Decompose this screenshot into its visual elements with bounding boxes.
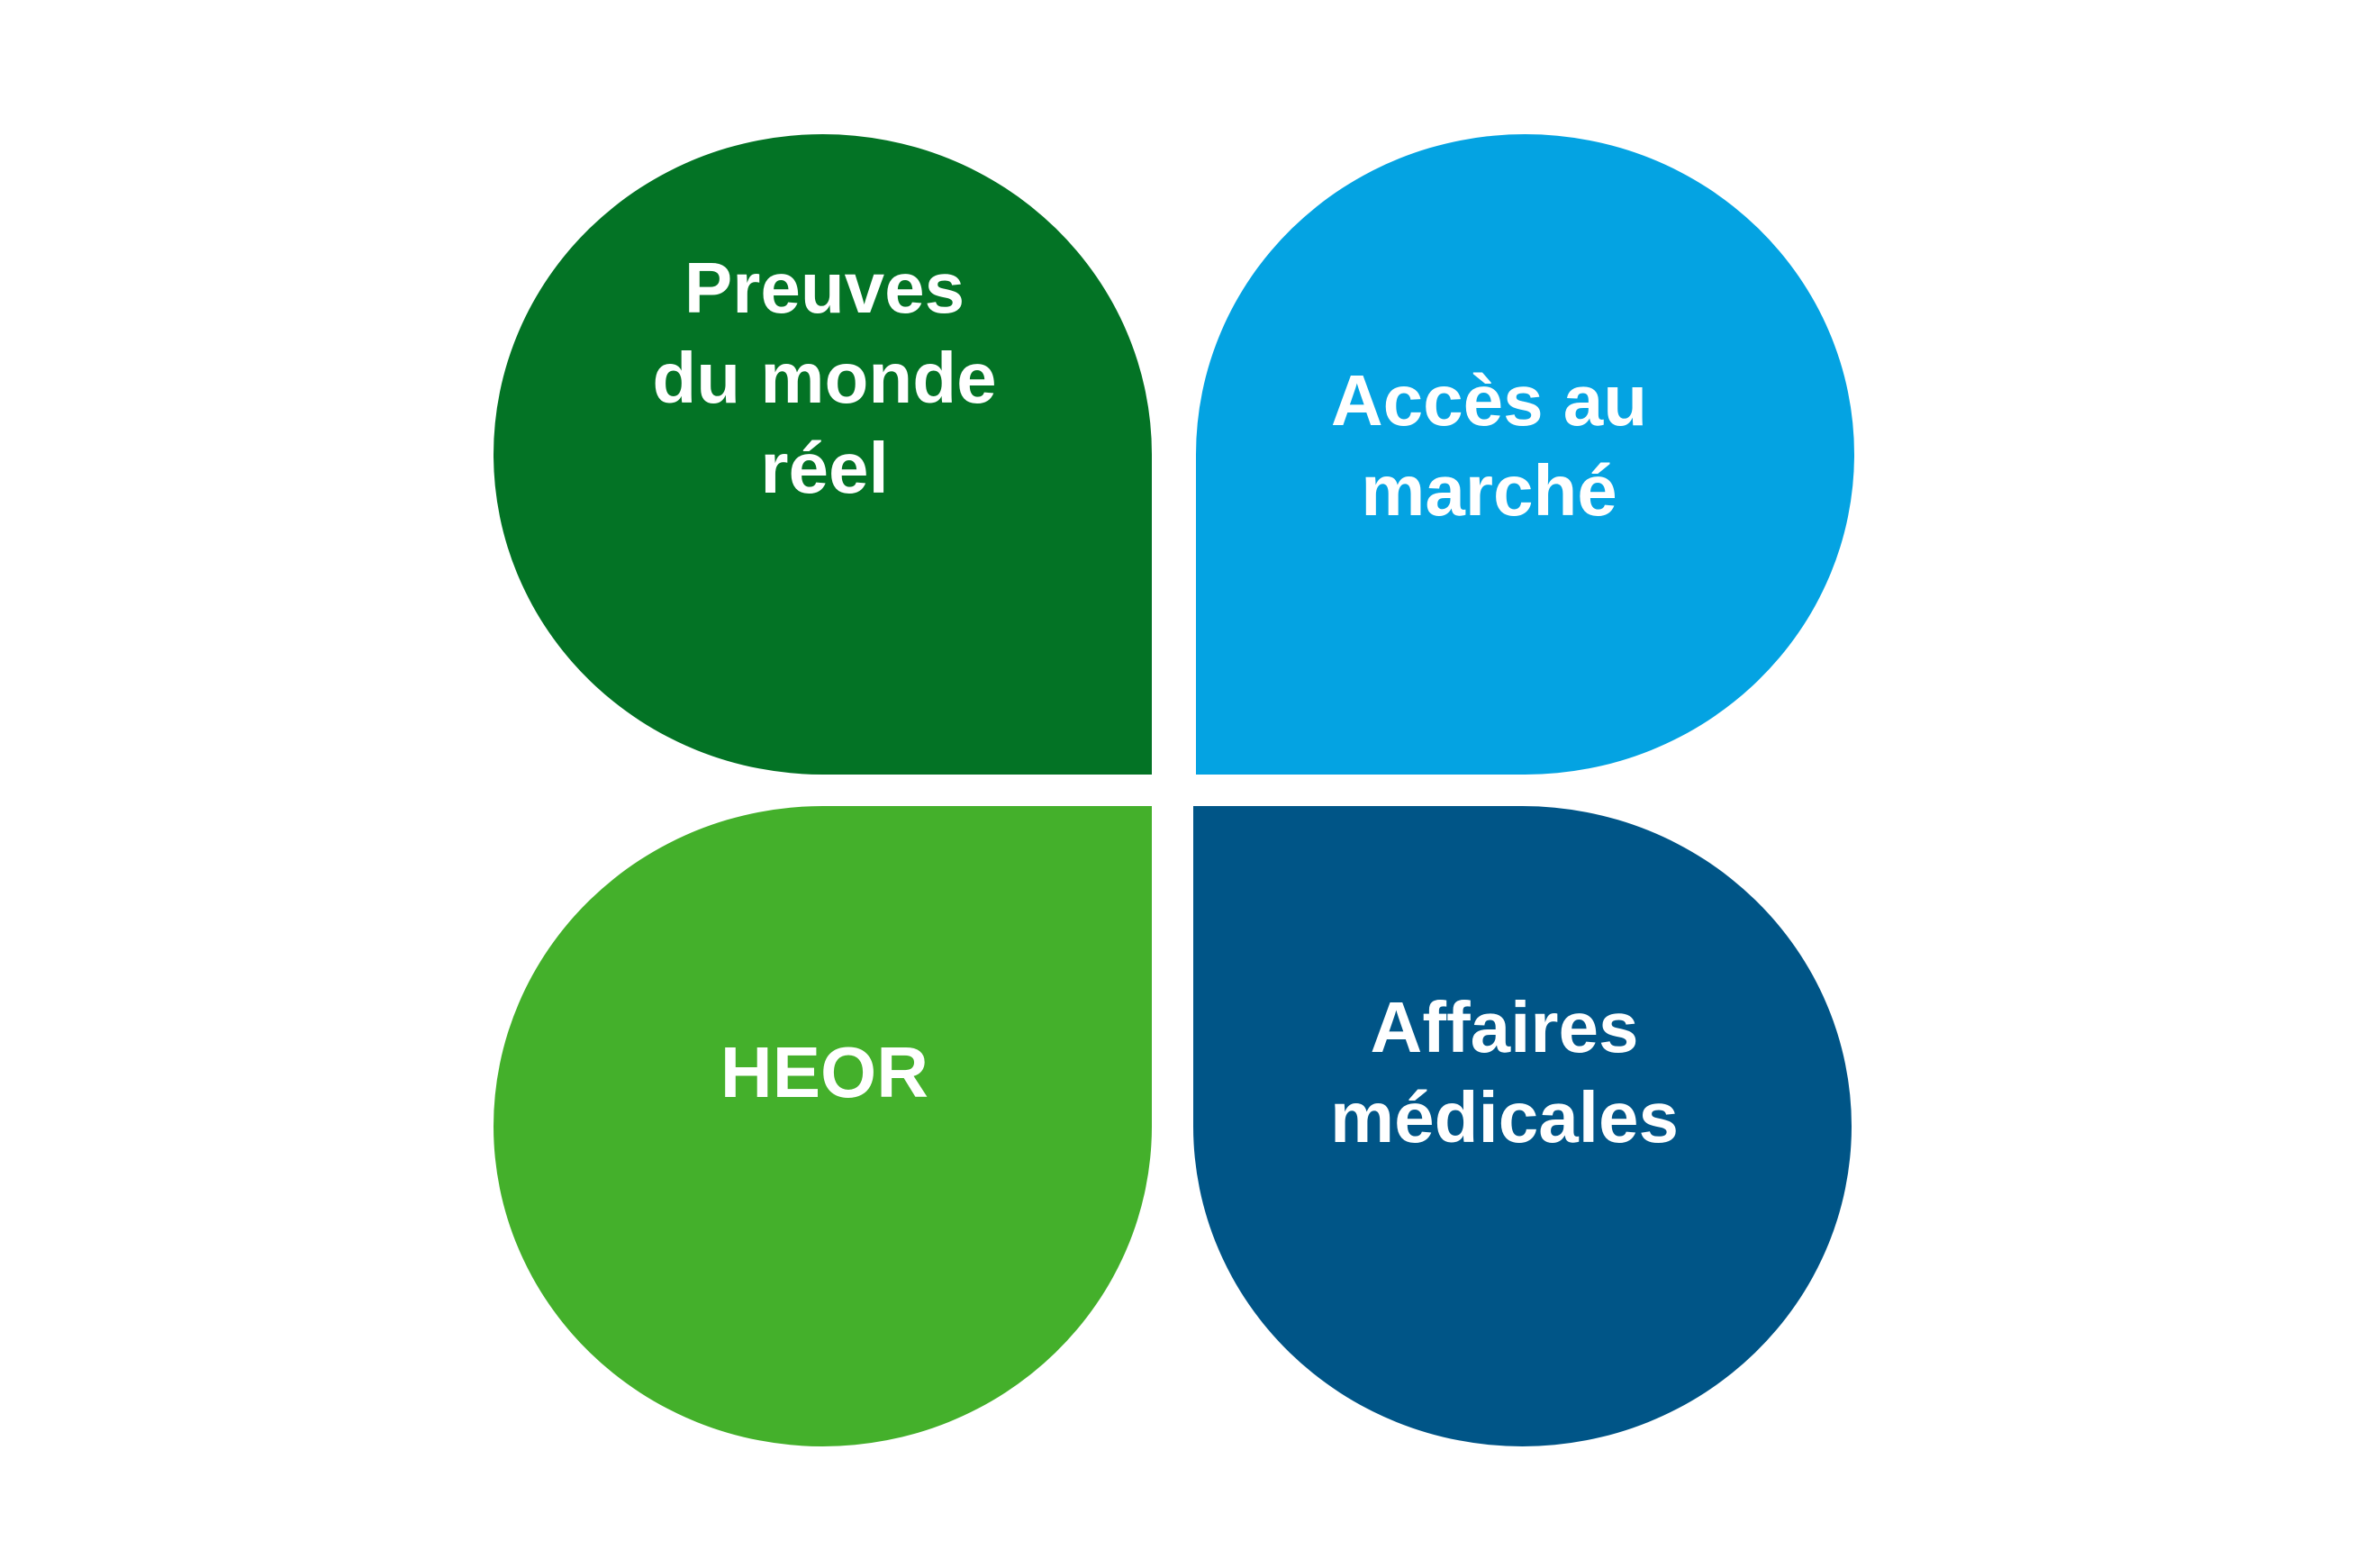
quadrant-label: Affaires médicales bbox=[1330, 986, 1679, 1157]
quadrant-label: HEOR bbox=[720, 1031, 929, 1112]
quadrant-affaires-medicales: Affaires médicales bbox=[1193, 806, 1852, 1446]
quadrant-acces-au-marche: Accès au marché bbox=[1196, 134, 1854, 775]
quadrant-heor: HEOR bbox=[494, 806, 1152, 1446]
quadrant-label: Preuves du monde réel bbox=[652, 247, 997, 508]
quadrant-preuves-du-monde-reel: Preuves du monde réel bbox=[494, 134, 1152, 775]
quadrant-label: Accès au marché bbox=[1330, 359, 1648, 530]
